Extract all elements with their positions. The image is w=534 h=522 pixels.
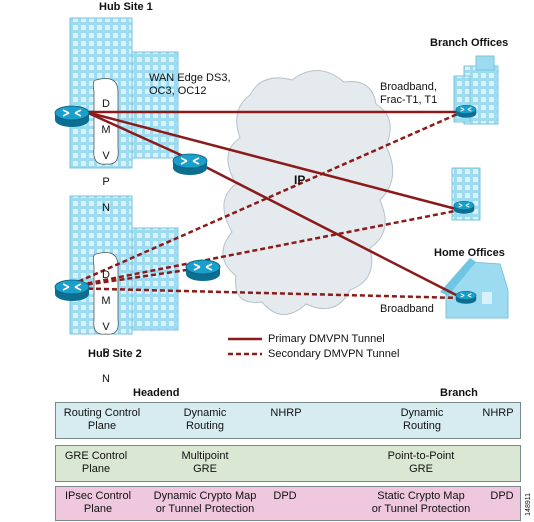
ip-cloud — [222, 70, 394, 315]
branch-1-router-icon — [455, 104, 477, 119]
row-3-headend-extra: DPD — [273, 490, 297, 502]
row-3-headend-value: Dynamic Crypto Map or Tunnel Protection — [153, 490, 257, 515]
wan-edge-label: WAN Edge DS3, OC3, OC12 — [149, 72, 231, 97]
branch-link-label: Broadband, Frac-T1, T1 — [380, 81, 438, 106]
row-3-label: IPsec Control Plane — [64, 490, 132, 515]
home-office-router-icon — [455, 290, 477, 305]
row-1-branch-value: Dynamic Routing — [400, 407, 444, 432]
gre-control-plane-row: GRE Control Plane Multipoint GRE Point-t… — [55, 445, 521, 482]
hub-site-2-building — [69, 195, 179, 335]
hub-site-2-title: Hub Site 2 — [88, 348, 142, 360]
hub-2-secondary-router-icon — [185, 259, 221, 282]
row-3-branch-extra: DPD — [490, 490, 514, 502]
legend-primary-label: Primary DMVPN Tunnel — [268, 333, 385, 345]
ip-cloud-label: IP — [294, 173, 306, 187]
headend-header: Headend — [133, 387, 180, 399]
hub-1-router-icon — [54, 105, 90, 128]
home-office-house — [440, 258, 509, 319]
secondary-tunnels — [63, 110, 463, 300]
branch-offices-title: Branch Offices — [430, 37, 509, 49]
row-2-headend-value: Multipoint GRE — [181, 450, 229, 475]
home-link-label: Broadband — [380, 303, 434, 315]
branch-2-router-icon — [453, 200, 475, 215]
row-1-label: Routing Control Plane — [63, 407, 141, 432]
row-1-branch-extra: NHRP — [482, 407, 514, 419]
row-2-branch-value: Point-to-Point GRE — [387, 450, 455, 475]
ipsec-control-plane-row: IPsec Control Plane Dynamic Crypto Map o… — [55, 486, 521, 521]
home-offices-title: Home Offices — [434, 247, 505, 259]
dmvpn-label-hub-1: D M V P N — [101, 98, 111, 214]
branch-header: Branch — [440, 387, 478, 399]
legend-secondary-label: Secondary DMVPN Tunnel — [268, 348, 400, 360]
hub-site-1-title: Hub Site 1 — [99, 1, 153, 13]
primary-tunnels — [85, 110, 463, 300]
routing-control-plane-row: Routing Control Plane Dynamic Routing NH… — [55, 402, 521, 439]
row-3-branch-value: Static Crypto Map or Tunnel Protection — [371, 490, 471, 515]
dmvpn-bubble-hub-2 — [92, 252, 119, 335]
hub-2-router-icon — [54, 279, 90, 302]
row-2-label: GRE Control Plane — [64, 450, 128, 475]
dmvpn-label-hub-2: D M V P N — [101, 269, 111, 385]
hub-1-secondary-router-icon — [172, 153, 208, 176]
row-1-headend-value: Dynamic Routing — [183, 407, 227, 432]
figure-id: 148911 — [525, 493, 532, 516]
row-1-headend-extra: NHRP — [270, 407, 302, 419]
